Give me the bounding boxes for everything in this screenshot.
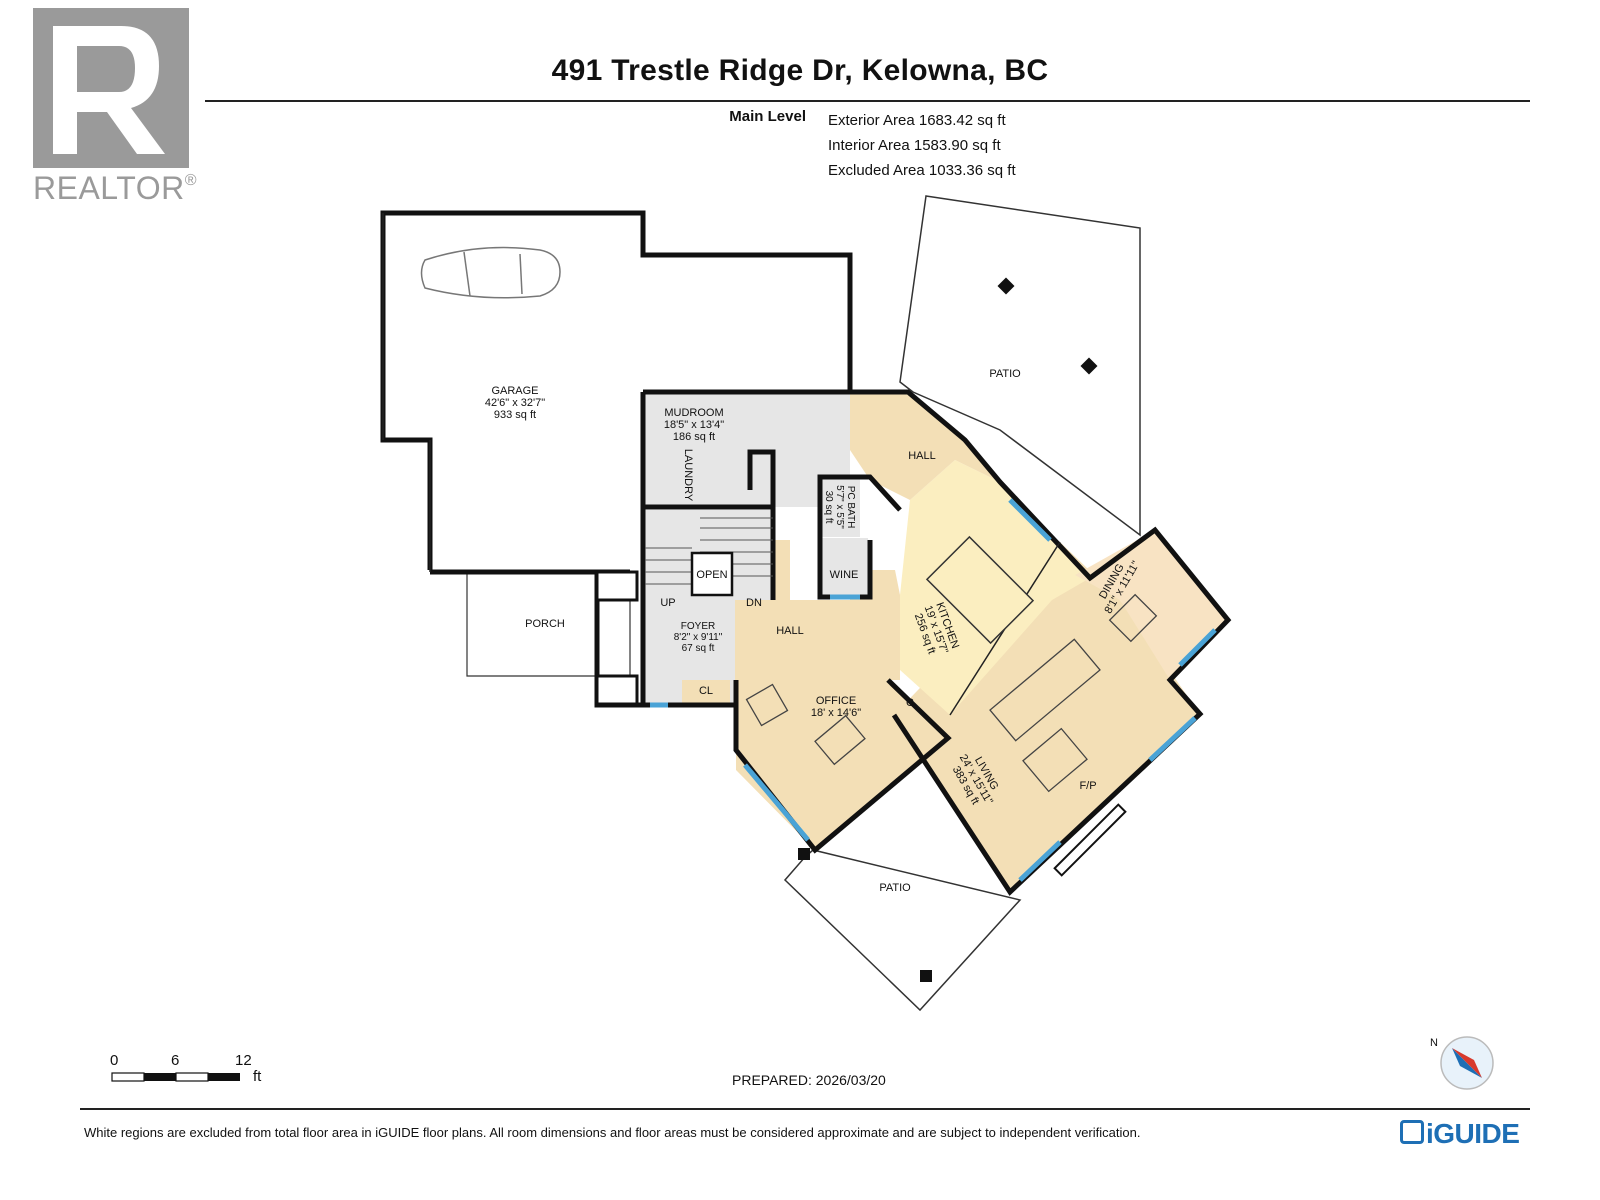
iguide-logo: iGUIDE (1400, 1118, 1520, 1150)
mudroom-dims: 18'5" x 13'4" (664, 419, 724, 431)
level-label: Main Level (729, 108, 806, 125)
mudroom-area: 186 sq ft (673, 431, 715, 443)
foyer-name: FOYER (681, 621, 715, 632)
excluded-area: Excluded Area 1033.36 sq ft (828, 162, 1016, 179)
scale-tick-0: 0 (110, 1052, 119, 1069)
porch-post-upper-icon (595, 570, 639, 602)
patio-upper-outline (899, 195, 1141, 537)
patio-upper-label: PATIO (989, 368, 1021, 380)
up-label: UP (660, 597, 675, 609)
office-desk-icon (814, 714, 866, 766)
patio-lower-label: PATIO (879, 882, 911, 894)
cl-area (682, 680, 730, 704)
mudroom-area (643, 392, 850, 507)
pc-bath-dims: 5'7" x 5'5" (834, 485, 845, 529)
realtor-r-mark-icon (33, 8, 189, 168)
kitchen-island-icon (925, 535, 1035, 645)
bath-walls (817, 474, 902, 537)
hall-main-label: HALL (776, 625, 804, 637)
window-living-2 (1018, 840, 1062, 882)
registered-mark: ® (184, 172, 197, 189)
upper-hall-area (850, 392, 1000, 500)
scale-tick-12: 12 (235, 1052, 252, 1069)
c-label: C (906, 697, 914, 709)
patio-lower-outline (783, 849, 1022, 1012)
header-divider (205, 100, 1530, 102)
area-summary: Exterior Area 1683.42 sq ft Interior Are… (828, 108, 1016, 183)
hall-upper-label: HALL (908, 450, 936, 462)
pc-bath-area (820, 477, 860, 537)
porch-post-lower-icon (595, 674, 639, 706)
interior-area: Interior Area 1583.90 sq ft (828, 137, 1001, 154)
east-walls (850, 389, 1232, 896)
iguide-mark-icon (1400, 1120, 1424, 1144)
patio-post-icon (997, 277, 1015, 295)
office-walls (733, 678, 952, 854)
garage-dims: 42'6" x 32'7" (485, 397, 545, 409)
porch-label: PORCH (525, 618, 565, 630)
office-name: OFFICE (816, 695, 856, 707)
window-dining (1178, 628, 1217, 667)
page-title: 491 Trestle Ridge Dr, Kelowna, BC (551, 54, 1049, 87)
fireplace-icon (1053, 803, 1127, 877)
foyer-dims: 8'2" x 9'11" (674, 632, 723, 643)
cl-label: CL (699, 685, 713, 697)
scale-tick-6: 6 (171, 1052, 180, 1069)
realtor-logo: REALTOR® (33, 8, 203, 208)
garage-name: GARAGE (491, 385, 538, 397)
dn-label: DN (746, 597, 762, 609)
scale-unit: ft (253, 1068, 262, 1085)
wine-area (820, 538, 868, 595)
prepared-date: PREPARED: 2026/03/20 (732, 1072, 886, 1088)
pc-bath-name: PC BATH (845, 486, 856, 529)
window-living-1 (1148, 716, 1197, 762)
open-box (690, 551, 734, 597)
compass-label: N (1430, 1037, 1438, 1049)
office-area (736, 680, 948, 850)
mudroom-name: MUDROOM (664, 407, 723, 419)
garage-walls (380, 210, 853, 570)
scale-bar (111, 1072, 240, 1082)
living-room-area (894, 542, 1200, 892)
wine-label: WINE (830, 569, 859, 581)
dining-area (1075, 530, 1228, 680)
laundry-wall (747, 449, 776, 507)
iguide-brand-text: iGUIDE (1426, 1118, 1520, 1149)
laundry-label: LAUNDRY (682, 449, 694, 502)
sofa-icon (989, 638, 1101, 793)
office-chair-icon (745, 683, 789, 727)
patio-post-icon (798, 848, 810, 860)
exterior-area: Exterior Area 1683.42 sq ft (828, 112, 1006, 129)
patio-post-icon (920, 970, 932, 982)
window-office (743, 763, 810, 842)
car-icon (420, 246, 561, 299)
foyer-area: 67 sq ft (682, 643, 715, 654)
window-kitchen (1008, 498, 1052, 542)
realtor-logo-text: REALTOR (33, 170, 185, 206)
pc-bath-area: 30 sq ft (823, 491, 834, 524)
garage-area: 933 sq ft (494, 409, 536, 421)
dining-table-icon (1108, 593, 1158, 643)
fp-label: F/P (1079, 780, 1096, 792)
footer-divider (80, 1108, 1530, 1110)
office-dims: 18' x 14'6" (811, 707, 861, 719)
compass-icon: N (1430, 1036, 1494, 1090)
disclaimer: White regions are excluded from total fl… (84, 1125, 1141, 1140)
open-label: OPEN (696, 569, 727, 581)
